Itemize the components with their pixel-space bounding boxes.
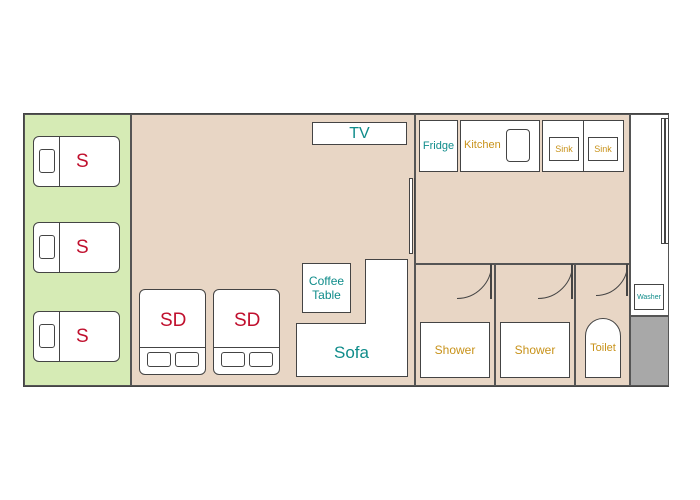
tv: TV xyxy=(312,122,407,145)
sofa-bed-1: SD xyxy=(139,289,206,375)
toilet: Toilet xyxy=(585,318,621,378)
kitchen-label: Kitchen xyxy=(464,139,501,151)
bed-pillow xyxy=(39,235,55,259)
fridge-label: Fridge xyxy=(422,140,455,152)
bed-pillow xyxy=(175,352,199,367)
shower-2: Shower xyxy=(500,322,570,378)
sofa-bed-line xyxy=(214,347,279,348)
bed-pillow xyxy=(249,352,273,367)
sofa-bed-label: SD xyxy=(234,310,261,331)
sofa-label: Sofa xyxy=(334,343,369,362)
coffee-table-label: Coffee Table xyxy=(308,274,345,302)
entrance-door xyxy=(661,118,669,244)
sink-label: Sink xyxy=(555,144,573,154)
coffee-table: Coffee Table xyxy=(302,263,351,313)
bed-divider xyxy=(59,223,60,272)
shower-label: Shower xyxy=(434,343,476,357)
sofa-bed-2: SD xyxy=(213,289,280,375)
utility-area xyxy=(630,316,669,386)
single-bed-3: S xyxy=(33,311,120,362)
fridge: Fridge xyxy=(419,120,458,172)
bed-label: S xyxy=(76,326,89,347)
bed-pillow xyxy=(147,352,171,367)
single-bed-1: S xyxy=(33,136,120,187)
bed-divider xyxy=(59,137,60,186)
sink-label: Sink xyxy=(594,144,612,154)
door-swing-icon xyxy=(457,264,492,299)
sink-2: Sink xyxy=(588,137,618,161)
sofa-bed-line xyxy=(140,347,205,348)
door-swing-icon xyxy=(538,264,573,299)
stove-icon xyxy=(506,129,530,162)
sofa-bed-label: SD xyxy=(160,310,187,331)
bed-label: S xyxy=(76,151,89,172)
sink-counter: Sink Sink xyxy=(542,120,624,172)
bed-divider xyxy=(59,312,60,361)
shower-label: Shower xyxy=(514,343,556,357)
sofa-outline xyxy=(296,259,408,377)
bed-pillow xyxy=(221,352,245,367)
single-bed-2: S xyxy=(33,222,120,273)
sofa: Sofa xyxy=(296,259,408,377)
washer: Washer xyxy=(634,284,664,310)
sink-1: Sink xyxy=(549,137,579,161)
bed-label: S xyxy=(76,237,89,258)
door-swing-icon xyxy=(596,264,628,296)
sink-divider xyxy=(583,121,584,171)
bed-pillow xyxy=(39,149,55,173)
kitchen-counter: Kitchen xyxy=(460,120,540,172)
bed-pillow xyxy=(39,324,55,348)
shower-1: Shower xyxy=(420,322,490,378)
tv-label: TV xyxy=(349,124,370,142)
washer-label: Washer xyxy=(637,293,661,301)
toilet-label: Toilet xyxy=(590,342,616,354)
